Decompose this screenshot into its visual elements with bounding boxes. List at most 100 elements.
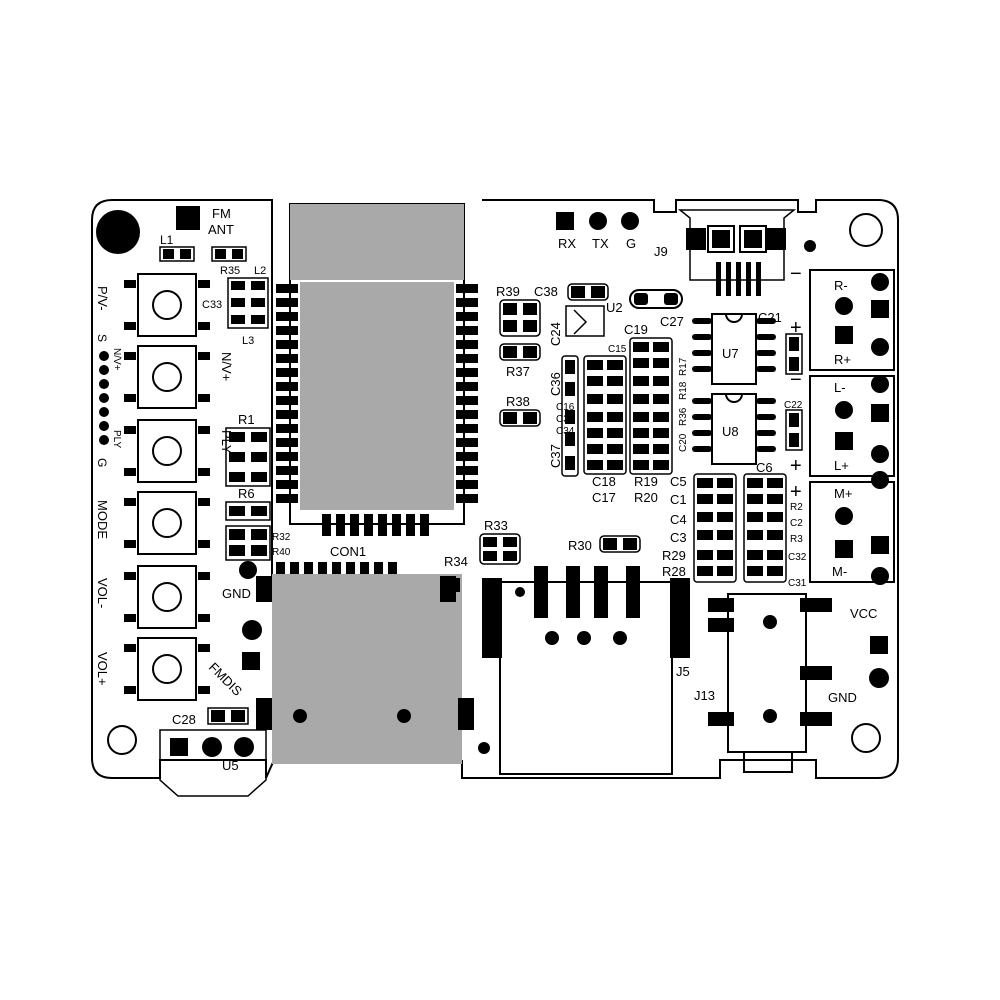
r39-footprint (499, 299, 541, 337)
r1-footprint (225, 427, 271, 487)
label-r28: R28 (662, 564, 686, 579)
u8-ic (692, 393, 776, 465)
gnd-pad-round (242, 620, 262, 640)
label-c34: C34 (556, 426, 575, 437)
u5-pad-square (170, 738, 188, 756)
sd-pad-br (458, 698, 474, 730)
j13-pad-3 (708, 712, 734, 726)
label-m-minus: M- (832, 564, 847, 579)
fm-ant-pad (176, 206, 200, 230)
label-r29: R29 (662, 548, 686, 563)
r32-r40-footprint (225, 525, 271, 561)
u5-pad-3 (234, 737, 254, 757)
label-c38: C38 (534, 284, 558, 299)
mounting-hole-bottom-left (107, 725, 137, 755)
r30-footprint (599, 535, 641, 553)
label-m-plus: M+ (834, 486, 852, 501)
passive-array-c18-c17 (583, 355, 627, 475)
r34-pad (444, 578, 460, 592)
j13-pad-6 (800, 712, 832, 726)
pad-dot-sd (478, 742, 490, 754)
label-rx: RX (558, 236, 576, 251)
button-vol-minus (124, 565, 210, 629)
c38-footprint (567, 283, 609, 301)
j5-pin-3 (594, 566, 608, 618)
terminal-left-speaker (809, 375, 895, 477)
plus-mark-2: + (790, 455, 802, 477)
header-pins-left (99, 351, 109, 445)
label-u5: U5 (222, 758, 239, 773)
label-r30: R30 (568, 538, 592, 553)
pad-dot-left (239, 561, 257, 579)
label-nv-plus-small: N/V+ (111, 348, 122, 371)
label-c27: C27 (660, 314, 684, 329)
button-pv-minus (124, 273, 210, 337)
rx-pad (556, 212, 574, 230)
label-c4: C4 (670, 512, 687, 527)
sd-pad-tl (256, 576, 272, 602)
label-c17: C17 (592, 490, 616, 505)
j5-pin-4 (626, 566, 640, 618)
label-c19: C19 (624, 322, 648, 337)
terminal-motor (809, 471, 895, 585)
label-r34: R34 (444, 554, 468, 569)
gnd-pad-square (242, 652, 260, 670)
label-gnd-left: GND (222, 586, 251, 601)
label-c3: C3 (670, 530, 687, 545)
label-r17: R17 (678, 357, 689, 376)
gnd-pad-right (869, 668, 889, 688)
label-j9: J9 (654, 244, 668, 259)
sd-hole-left (293, 709, 307, 723)
label-r39: R39 (496, 284, 520, 299)
r37-footprint (499, 343, 541, 361)
label-j13: J13 (694, 688, 715, 703)
label-r33: R33 (484, 518, 508, 533)
c27-crystal (629, 289, 683, 309)
label-tx: TX (592, 236, 609, 251)
bt-module-shield (290, 204, 464, 280)
r35-footprint (211, 246, 247, 262)
label-c31: C31 (788, 578, 807, 589)
label-l2: L2 (254, 265, 266, 277)
r6-footprint (225, 501, 271, 521)
j5-pin-1 (534, 566, 548, 618)
bt-module-bottom-pins (322, 514, 429, 536)
label-g-small: G (95, 458, 109, 467)
passive-array-c5-r28 (693, 473, 737, 583)
label-c6: C6 (756, 460, 773, 475)
label-r35: R35 (220, 265, 240, 277)
pad-dot-j9 (804, 240, 816, 252)
sd-module-body (272, 574, 462, 764)
sd-pad-bl (256, 698, 272, 730)
button-ply (124, 419, 210, 483)
label-vol-plus: VOL+ (95, 652, 110, 686)
label-c24: C24 (548, 322, 563, 346)
label-c1: C1 (670, 492, 687, 507)
label-vcc: VCC (850, 606, 877, 621)
r38-footprint (499, 409, 541, 427)
label-u8: U8 (722, 424, 739, 439)
label-fm: FM (212, 206, 231, 221)
c21-footprint (785, 333, 803, 375)
label-c5: C5 (670, 474, 687, 489)
label-r6: R6 (238, 486, 255, 501)
label-c32: C32 (788, 552, 807, 563)
label-r38: R38 (506, 394, 530, 409)
terminal-right-speaker (809, 269, 895, 371)
l1-footprint (159, 246, 195, 262)
label-r3: R3 (790, 534, 803, 545)
button-vol-plus (124, 637, 210, 701)
j5-outline (499, 581, 673, 775)
label-c15: C15 (608, 344, 627, 355)
label-r37: R37 (506, 364, 530, 379)
passive-array-r19-r20 (629, 337, 673, 475)
vcc-pad (870, 636, 888, 654)
mounting-hole-bottom-right (851, 723, 881, 753)
label-gnd-right: GND (828, 690, 857, 705)
label-ant: ANT (208, 222, 234, 237)
label-c36: C36 (548, 372, 563, 396)
u5-pad-2 (202, 737, 222, 757)
cap-strip-c36-c37 (561, 355, 579, 477)
c28-footprint (207, 707, 249, 725)
